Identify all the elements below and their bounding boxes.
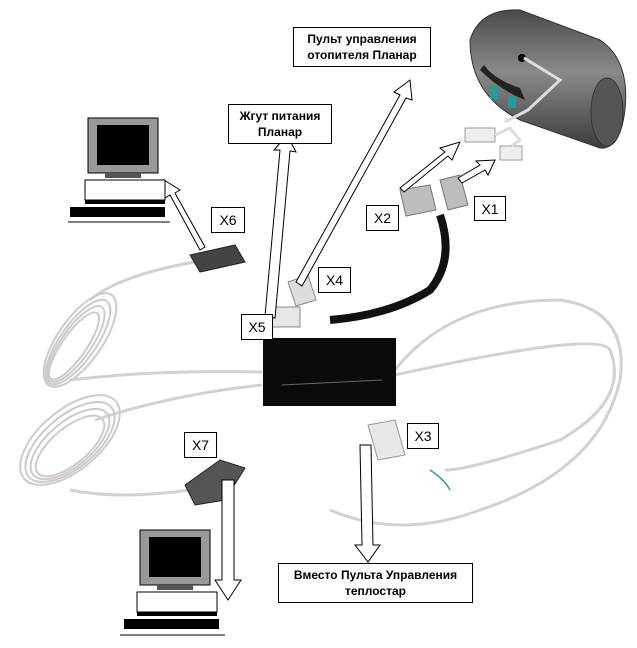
callout-line: отопителя Планар [307, 48, 417, 62]
cable-coil-top [42, 292, 118, 388]
arrow-to-control-panel [295, 79, 413, 287]
arrow-x1-to-heater [457, 159, 496, 184]
arrow-x3-to-panel [353, 444, 381, 563]
callout-line: Жгут питания [239, 109, 321, 123]
callout-line: Пульт управления [307, 32, 417, 46]
connector-x6-db9 [189, 244, 246, 273]
black-harness [329, 213, 450, 324]
adapter-box-icon [263, 338, 396, 406]
computer-bottom-icon [120, 529, 225, 636]
connector-x1-plug [439, 174, 469, 211]
connector-x3-plug [367, 419, 406, 461]
arrow-x7-to-pc [214, 479, 242, 601]
cable-coil-bottom [19, 394, 121, 486]
connector-x7-db9 [184, 459, 246, 506]
label-x5: X5 [241, 314, 273, 340]
callout-replace-panel: Вместо Пульта Управления теплостар [278, 563, 473, 603]
callout-control-panel: Пульт управления отопителя Планар [293, 27, 431, 67]
callout-line: теплостар [345, 584, 406, 598]
label-x2: X2 [366, 205, 399, 231]
label-x4: X4 [318, 267, 351, 293]
callout-line: Планар [257, 125, 303, 139]
arrow-x6-to-pc [163, 179, 206, 251]
arrow-x2-to-heater [399, 141, 461, 193]
callout-power-harness: Жгут питания Планар [228, 104, 332, 144]
label-x6: X6 [211, 207, 245, 233]
arrows [163, 79, 496, 601]
label-x7: X7 [184, 432, 217, 458]
label-x3: X3 [407, 423, 439, 449]
computer-top-icon [68, 117, 170, 223]
callout-line: Вместо Пульта Управления [293, 568, 458, 582]
heater-icon [464, 9, 627, 161]
label-x1: X1 [474, 196, 506, 221]
connector-x2-plug [399, 184, 437, 217]
cables [69, 260, 623, 527]
